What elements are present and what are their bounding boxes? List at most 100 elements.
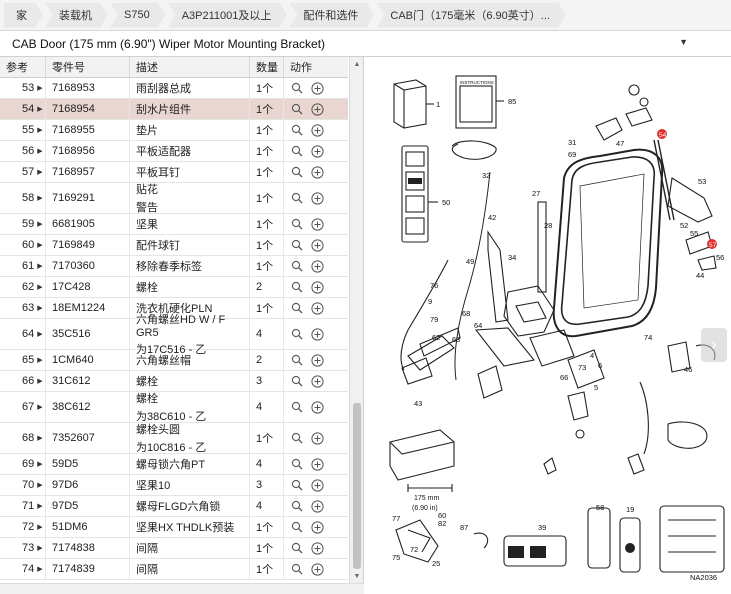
callout-number[interactable]: 55 bbox=[690, 229, 698, 238]
col-qty-header[interactable]: 数量 bbox=[250, 57, 284, 77]
next-image-button[interactable]: › bbox=[701, 328, 727, 362]
zoom-icon[interactable] bbox=[290, 82, 303, 95]
add-to-cart-icon[interactable] bbox=[311, 301, 324, 315]
breadcrumb-item[interactable]: S750 bbox=[110, 3, 166, 28]
expand-arrow-icon[interactable]: ▶ bbox=[37, 148, 43, 155]
add-to-cart-icon[interactable] bbox=[311, 238, 324, 252]
expand-arrow-icon[interactable]: ▶ bbox=[37, 221, 43, 228]
callout-number[interactable]: 63 bbox=[452, 335, 460, 344]
callout-number[interactable]: 64 bbox=[474, 321, 482, 330]
breadcrumb-item[interactable]: 装载机 bbox=[45, 3, 108, 28]
callout-number[interactable]: 39 bbox=[538, 523, 546, 532]
zoom-icon[interactable] bbox=[290, 401, 303, 414]
col-ref-header[interactable]: 参考 bbox=[0, 57, 46, 77]
add-to-cart-icon[interactable] bbox=[311, 541, 324, 555]
zoom-icon[interactable] bbox=[290, 521, 303, 534]
zoom-icon[interactable] bbox=[290, 354, 303, 367]
zoom-icon[interactable] bbox=[290, 239, 303, 252]
callout-number[interactable]: 19 bbox=[626, 505, 634, 514]
vertical-scrollbar[interactable]: ▲ ▼ bbox=[349, 57, 363, 583]
callout-number[interactable]: 66 bbox=[560, 373, 568, 382]
add-to-cart-icon[interactable] bbox=[311, 400, 324, 414]
zoom-icon[interactable] bbox=[290, 479, 303, 492]
callout-number[interactable]: 44 bbox=[696, 271, 704, 280]
zoom-icon[interactable] bbox=[290, 260, 303, 273]
callout-number[interactable]: 42 bbox=[488, 213, 496, 222]
callout-number[interactable]: 34 bbox=[508, 253, 516, 262]
callout-number[interactable]: 31 bbox=[568, 138, 576, 147]
add-to-cart-icon[interactable] bbox=[311, 562, 324, 576]
callout-number[interactable]: 50 bbox=[442, 198, 450, 207]
col-part-header[interactable]: 零件号 bbox=[46, 57, 130, 77]
zoom-icon[interactable] bbox=[290, 458, 303, 471]
callout-number[interactable]: 73 bbox=[578, 363, 586, 372]
callout-number[interactable]: 69 bbox=[568, 150, 576, 159]
zoom-icon[interactable] bbox=[290, 432, 303, 445]
expand-arrow-icon[interactable]: ▶ bbox=[37, 482, 43, 489]
zoom-icon[interactable] bbox=[290, 563, 303, 576]
add-to-cart-icon[interactable] bbox=[311, 259, 324, 273]
zoom-icon[interactable] bbox=[290, 124, 303, 137]
expand-arrow-icon[interactable]: ▶ bbox=[37, 545, 43, 552]
callout-number[interactable]: 56 bbox=[716, 253, 724, 262]
expand-arrow-icon[interactable]: ▶ bbox=[37, 242, 43, 249]
add-to-cart-icon[interactable] bbox=[311, 353, 324, 367]
callout-number[interactable]: 53 bbox=[698, 177, 706, 186]
add-to-cart-icon[interactable] bbox=[311, 144, 324, 158]
zoom-icon[interactable] bbox=[290, 192, 303, 205]
breadcrumb-item[interactable]: 家 bbox=[4, 3, 43, 28]
add-to-cart-icon[interactable] bbox=[311, 165, 324, 179]
callout-number[interactable]: 25 bbox=[432, 559, 440, 568]
expand-arrow-icon[interactable]: ▶ bbox=[37, 378, 43, 385]
callout-number[interactable]: 79 bbox=[430, 315, 438, 324]
zoom-icon[interactable] bbox=[290, 281, 303, 294]
callout-number[interactable]: 4 bbox=[590, 351, 594, 360]
callout-number[interactable]: 77 bbox=[392, 514, 400, 523]
model-selector[interactable]: CAB Door (175 mm (6.90") Wiper Motor Mou… bbox=[0, 31, 731, 57]
zoom-icon[interactable] bbox=[290, 145, 303, 158]
callout-number[interactable]: 43 bbox=[414, 399, 422, 408]
callout-number[interactable]: 46 bbox=[684, 365, 692, 374]
add-to-cart-icon[interactable] bbox=[311, 431, 324, 445]
expand-arrow-icon[interactable]: ▶ bbox=[37, 106, 43, 113]
callout-number[interactable]: 68 bbox=[462, 309, 470, 318]
callout-number[interactable]: 58 bbox=[596, 503, 604, 512]
expand-arrow-icon[interactable]: ▶ bbox=[37, 404, 43, 411]
add-to-cart-icon[interactable] bbox=[311, 520, 324, 534]
horizontal-scrollbar[interactable] bbox=[0, 583, 364, 594]
expand-arrow-icon[interactable]: ▶ bbox=[37, 524, 43, 531]
expand-arrow-icon[interactable]: ▶ bbox=[37, 566, 43, 573]
add-to-cart-icon[interactable] bbox=[311, 374, 324, 388]
expand-arrow-icon[interactable]: ▶ bbox=[37, 169, 43, 176]
zoom-icon[interactable] bbox=[290, 302, 303, 315]
zoom-icon[interactable] bbox=[290, 542, 303, 555]
add-to-cart-icon[interactable] bbox=[311, 217, 324, 231]
zoom-icon[interactable] bbox=[290, 328, 303, 341]
breadcrumb-item[interactable]: 配件和选件 bbox=[289, 3, 374, 28]
callout-number[interactable]: 62 bbox=[432, 333, 440, 342]
callout-number[interactable]: 6 bbox=[598, 361, 602, 370]
callout-number[interactable]: 1 bbox=[436, 100, 440, 109]
callout-number[interactable]: 75 bbox=[392, 553, 400, 562]
scroll-thumb[interactable] bbox=[353, 403, 361, 569]
breadcrumb-item[interactable]: CAB门（175毫米（6.90英寸）... bbox=[376, 3, 566, 28]
zoom-icon[interactable] bbox=[290, 218, 303, 231]
zoom-icon[interactable] bbox=[290, 166, 303, 179]
callout-number[interactable]: 47 bbox=[616, 139, 624, 148]
add-to-cart-icon[interactable] bbox=[311, 499, 324, 513]
